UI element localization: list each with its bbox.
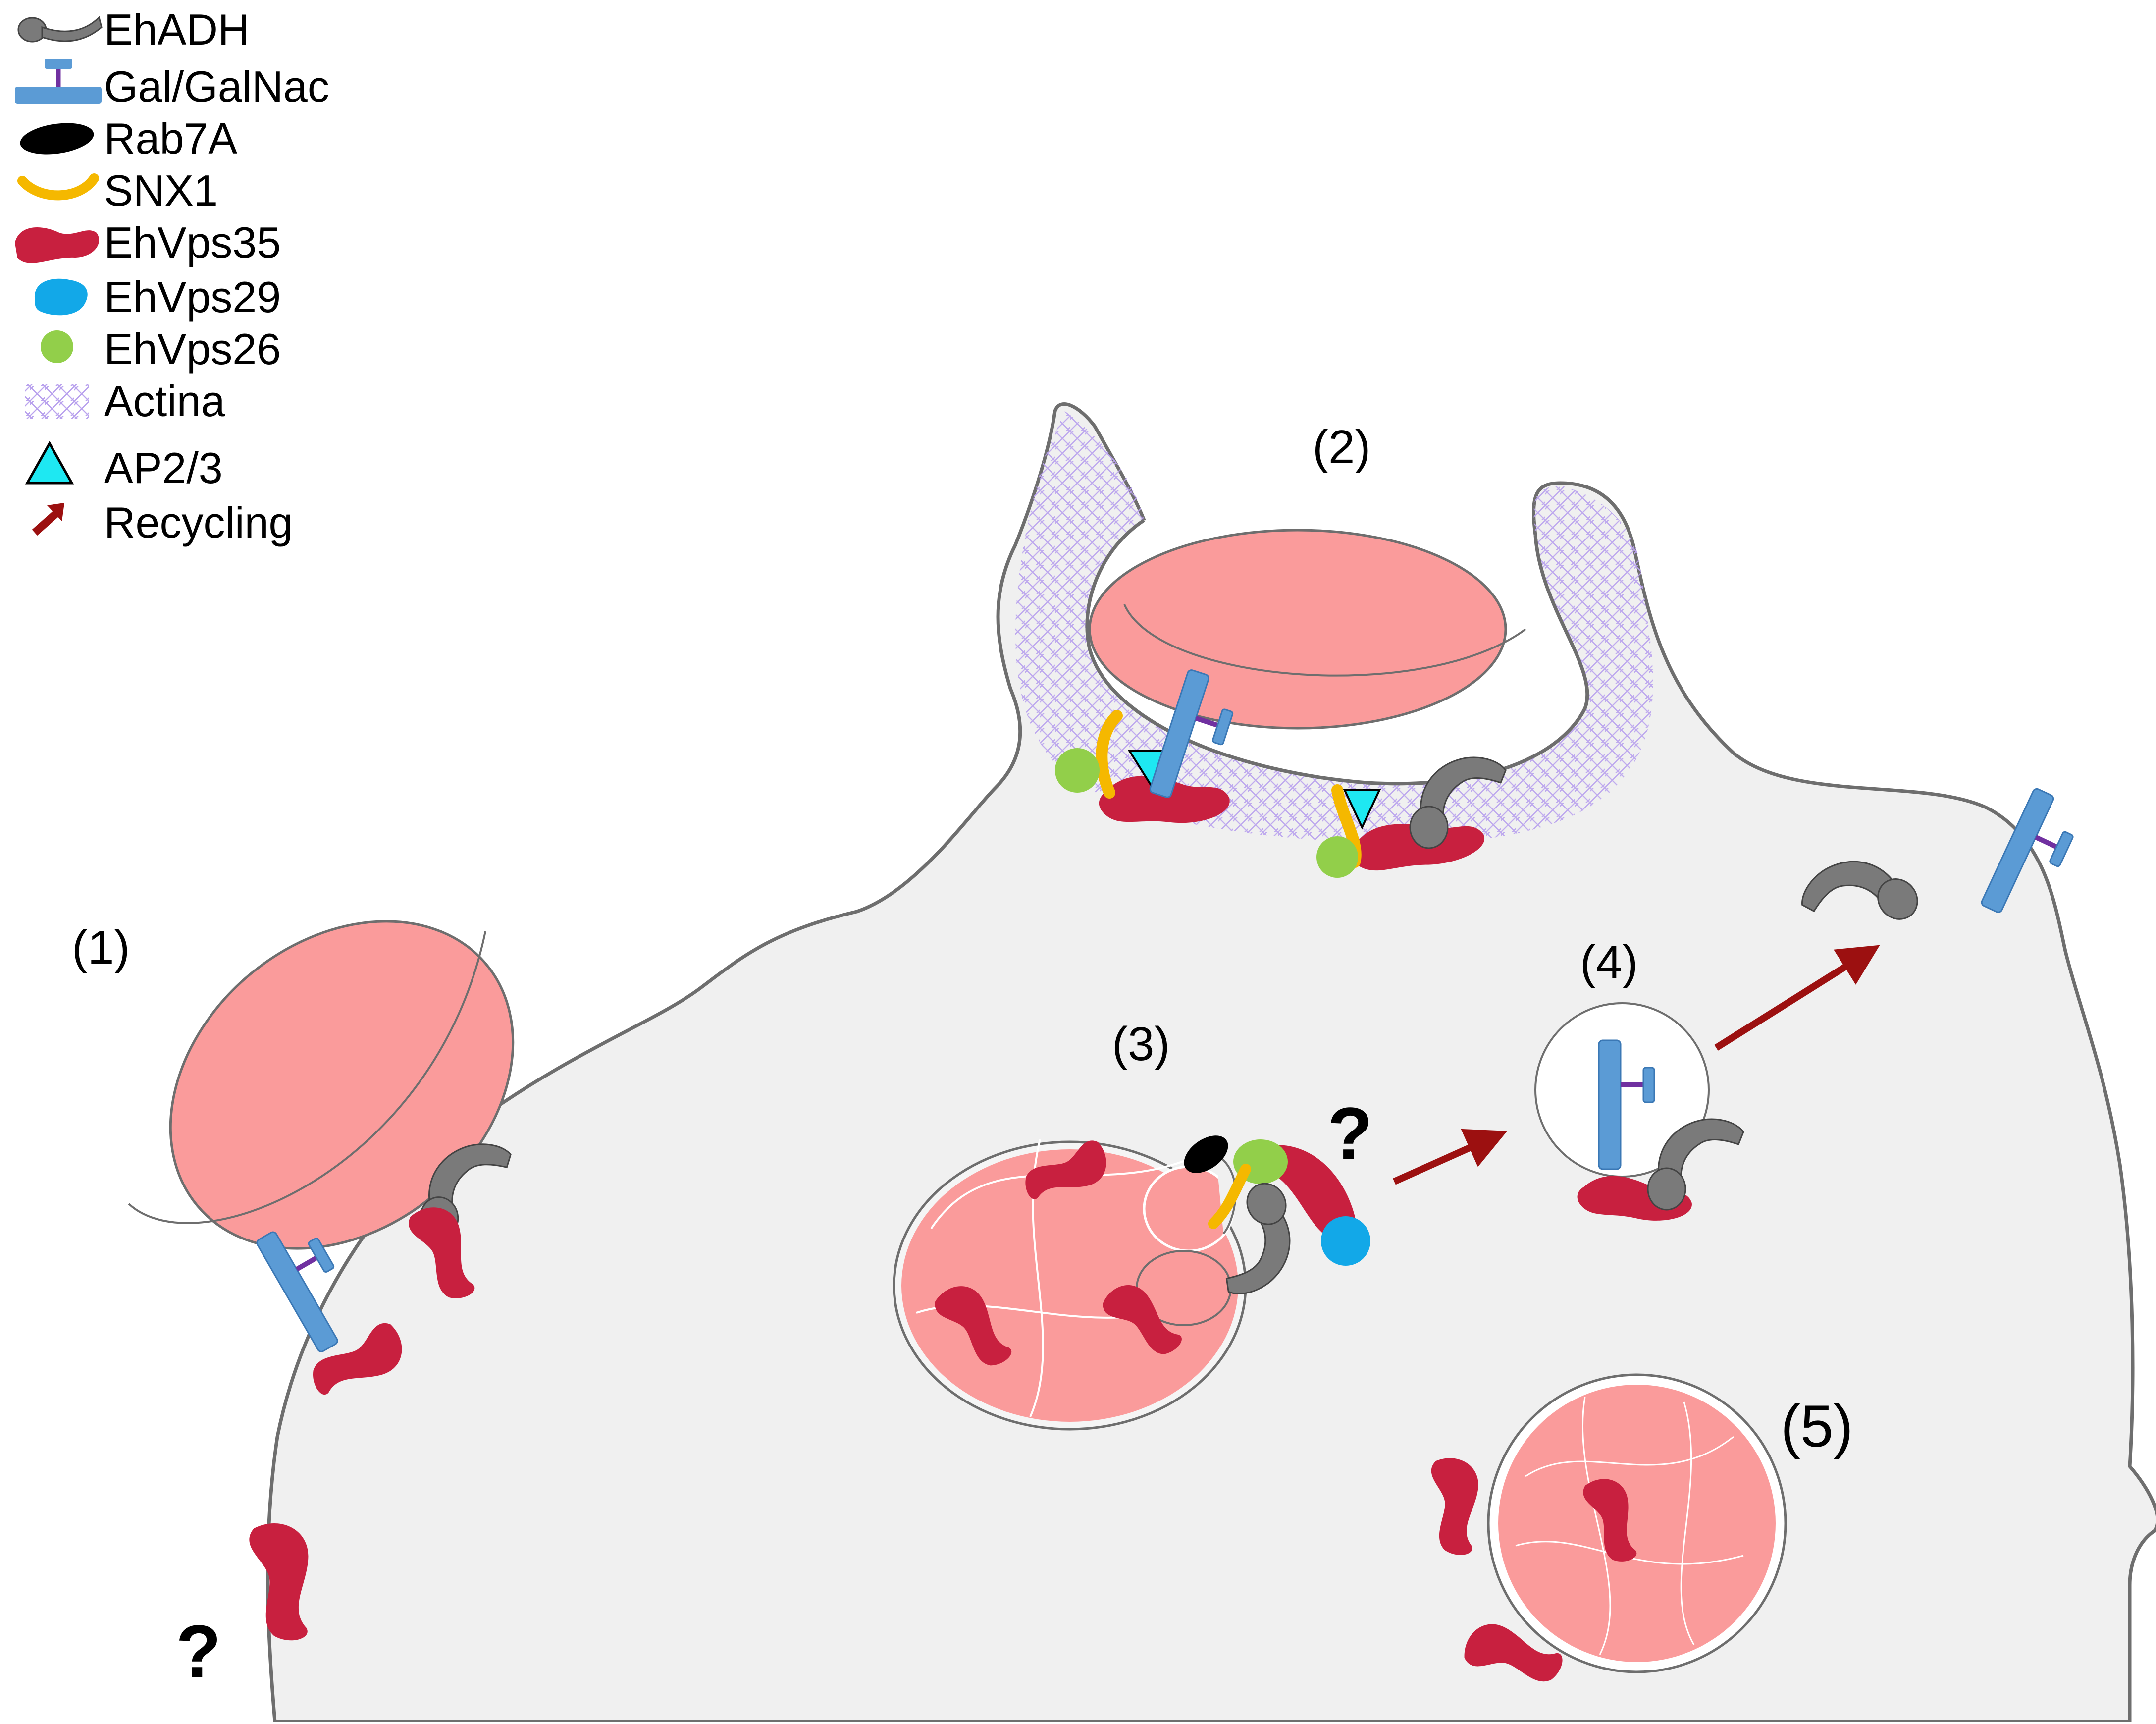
- retromer-complex-stage-2-left: [1055, 669, 1242, 827]
- vps29-icon: [1321, 1216, 1370, 1266]
- legend-label-actina: Actina: [104, 377, 225, 426]
- vps26-icon: [1316, 836, 1358, 878]
- lectin-icon: [15, 59, 102, 104]
- legend-label-ehvps35: EhVps35: [104, 218, 281, 267]
- legend-label-snx1: SNX1: [104, 166, 218, 215]
- retromer-complex-stage-3: [1184, 1135, 1370, 1304]
- legend-label-ehvps26: EhVps26: [104, 324, 281, 374]
- legend-label-recycling: Recycling: [104, 498, 293, 547]
- stage-label-1: (1): [72, 921, 130, 974]
- legend-label-rab7a: Rab7A: [104, 114, 237, 163]
- vps35-icon: [15, 227, 99, 263]
- vps26-icon: [1055, 748, 1100, 793]
- ehadh-icon: [17, 16, 103, 43]
- legend-label-ehadh: EhADH: [104, 5, 249, 54]
- snx1-icon: [1096, 710, 1123, 799]
- recycling-vesicle-stage-4: [1534, 1002, 1744, 1228]
- legend-label-ehvps29: EhVps29: [104, 272, 281, 322]
- ap23-icon: [25, 440, 74, 485]
- question-mark-stage-3: ?: [1327, 1092, 1373, 1175]
- stage-label-4: (4): [1580, 936, 1638, 989]
- vps35-icon: [1264, 1145, 1356, 1241]
- recycling-arrow-4-to-membrane: [1714, 945, 1880, 1051]
- rab7a-icon: [20, 123, 94, 155]
- stage-label-2: (2): [1313, 421, 1370, 474]
- recycling-arrow-icon: [32, 503, 64, 536]
- stage-label-3: (3): [1112, 1018, 1170, 1071]
- legend: EhADH Gal/GalNac Rab7A SNX1 EhVps35 EhVp…: [15, 5, 329, 547]
- question-mark-bottom-left: ?: [176, 1610, 221, 1693]
- phagolysosome-stage-5: [1487, 1373, 1787, 1673]
- vps26-icon: [41, 330, 73, 363]
- retromer-complex-stage-2-right: [1316, 756, 1507, 878]
- rab7a-icon: [1184, 1135, 1228, 1173]
- ap23-icon: [1343, 789, 1381, 830]
- snx1-icon: [17, 173, 99, 201]
- stage-label-5: (5): [1781, 1393, 1853, 1459]
- recycling-arrow-3-to-4: [1393, 1129, 1508, 1185]
- snx1-icon: [1208, 1164, 1251, 1229]
- legend-label-galgalnac: Gal/GalNac: [104, 62, 329, 111]
- legend-label-ap23: AP2/3: [104, 443, 223, 492]
- actin-icon: [25, 384, 89, 419]
- vps29-icon: [35, 278, 88, 316]
